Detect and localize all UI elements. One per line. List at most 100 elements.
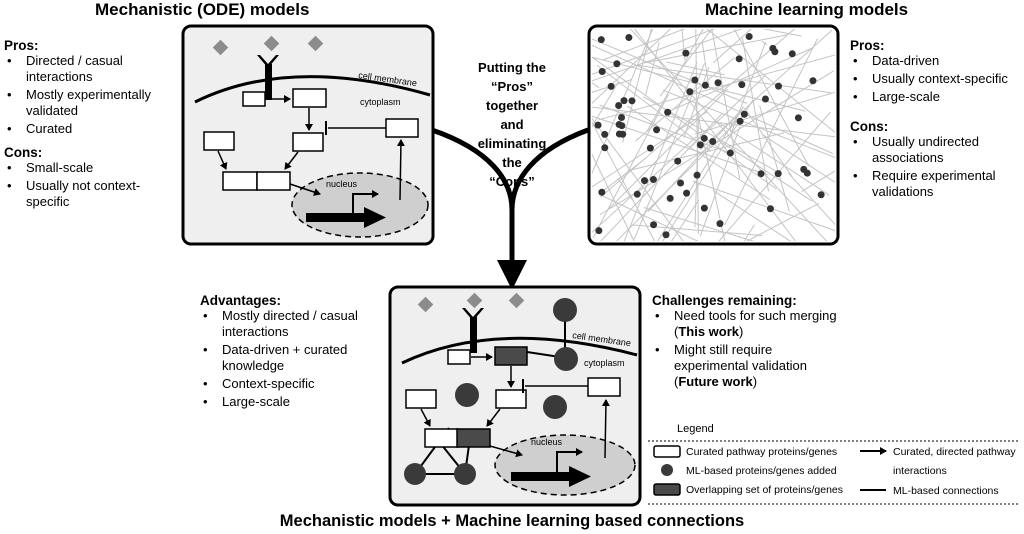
ml-edge [587,5,613,9]
legend-directed: Curated, directed pathway [893,446,1016,458]
ml-node [620,97,628,105]
ml-edge [712,29,762,64]
list-item: Data-driven [850,53,1020,69]
ml-node [714,79,722,87]
ml-node [757,170,765,178]
ml-edge [701,41,709,84]
ml-edge [592,104,835,140]
ml-node [653,126,661,134]
ml-edge [611,29,802,37]
cytoplasm-label: cytoplasm [584,358,625,368]
ml-node [683,189,691,197]
ml-edge [617,177,633,201]
ml-node [454,463,476,485]
mechanistic-cons-list: Small-scale Usually not context-specific [4,160,176,210]
ml-node [613,60,621,68]
pros-header: Pros: [4,38,39,53]
ml-edge [699,29,835,150]
ml-pros-list: Data-driven Usually context-specific Lar… [850,53,1020,105]
ml-edge [663,199,700,241]
merge-arrow [431,127,589,290]
cons-header: Cons: [4,145,43,160]
legend-ml-connections: ML-based connections [893,485,999,497]
ml-edge [652,99,754,241]
ml-node [745,33,753,41]
advantages-list: Mostly directed / casual interactions Da… [200,308,390,410]
list-item: Might still require experimental validat… [652,342,842,390]
ml-edge [726,224,755,241]
ml-node [553,298,577,322]
ml-node [677,179,685,187]
ml-edge [713,119,830,196]
ml-node-swatch [661,464,673,476]
ml-edge [612,29,818,241]
ml-edge [694,86,835,135]
ml-edge [788,172,835,234]
ml-edge [801,167,835,192]
ml-node [774,170,782,178]
list-item: Usually context-specific [850,71,1020,87]
mechanistic-pros-cons: Pros: Directed / casual interactions Mos… [4,38,176,212]
ml-edge [678,256,831,257]
challenge-text: ) [739,324,744,339]
ml-edge [592,37,748,104]
mechanistic-pros-list: Directed / casual interactions Mostly ex… [4,53,176,137]
ml-edge [641,34,788,64]
receptor-icon [257,55,279,68]
ml-node [598,188,606,196]
ml-edge [724,38,818,226]
ml-edge [592,40,777,190]
ml-node [788,50,796,58]
list-item: Usually undirected associations [850,134,1020,166]
ml-node [404,463,426,485]
ml-node [803,169,811,177]
ml-node [664,108,672,116]
ml-node [686,88,694,96]
ml-edge [662,89,835,166]
ml-node [598,68,606,76]
ml-node [740,110,748,118]
ml-edge [592,94,668,241]
ml-edge [602,195,741,241]
merged-model-panel: cell membrane cytoplasm [388,285,642,507]
ml-model-panel [587,5,840,257]
ml-node [607,82,615,90]
list-item: Require experimental validations [850,168,1020,200]
ml-edge [592,111,708,206]
gene-icon [306,213,366,222]
ml-node [700,134,708,142]
ml-node [726,149,734,157]
challenge-text: Need tools for such merging ( [674,308,837,339]
ml-edge [635,57,735,142]
ml-edge [637,64,832,94]
list-item: Large-scale [200,394,390,410]
legend-title: Legend [677,423,714,435]
ml-node [615,102,623,110]
ml-node [809,77,817,85]
cytoplasm-label: cytoplasm [360,97,401,107]
overlap-swatch [653,483,681,496]
curated-swatch [653,445,681,458]
ml-edge [592,136,697,239]
list-item: Small-scale [4,160,176,176]
center-line: together [486,98,538,113]
ml-node [633,190,641,198]
ml-node [455,383,479,407]
ml-edge [646,29,713,133]
ml-edge [725,29,810,167]
center-line: “Pros” [491,79,533,94]
nucleus [291,172,429,238]
ml-edge [712,189,801,241]
ml-node [701,81,709,89]
ml-edge [596,64,711,152]
nucleus-label: nucleus [531,437,563,447]
ml-node [543,395,567,419]
ml-edge [676,250,790,251]
ml-node [601,144,609,152]
ml-edge [599,104,731,154]
bottom-caption: Mechanistic models + Machine learning ba… [279,512,745,530]
ml-node [594,121,602,129]
ml-node [716,220,724,228]
center-line: the [502,155,522,170]
ml-edge [762,134,835,184]
